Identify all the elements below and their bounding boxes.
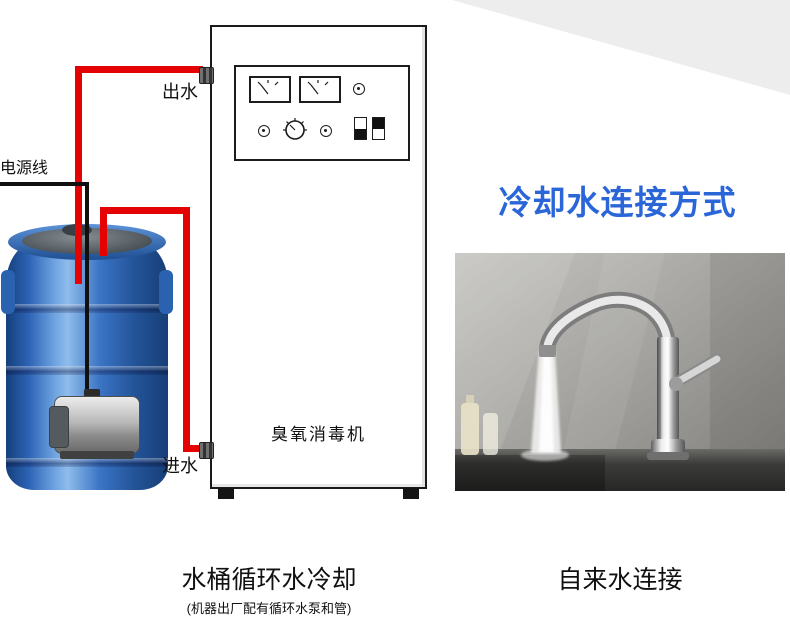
caption-tap-water: 自来水连接 [557,566,683,594]
faucet-illustration [455,253,785,491]
control-knob [282,117,308,143]
indicator-dot [357,87,360,90]
indicator-light-1 [353,83,365,95]
caption-barrel-cooling-sub: (机器出厂配有循环水泵和管) [186,601,352,616]
barrel-rib [6,458,168,467]
caption-barrel-cooling: 水桶循环水冷却 [181,566,357,594]
outlet-tube-vertical [75,66,82,284]
faucet [539,291,723,460]
label-water-in: 进水 [162,456,198,476]
inlet-tube-top [100,207,190,214]
meter-gauge-dial [307,80,329,95]
inlet-tube-into-barrel [100,210,107,256]
barrel-handle-left [1,270,15,314]
switch-rocker [355,128,366,139]
machine-foot-left [218,488,234,499]
power-line-vertical [85,182,89,404]
pump-fitting [84,389,100,399]
bottles [461,395,498,455]
outlet-tube-horizontal [75,66,203,73]
indicator-dot [262,129,265,132]
label-power-cord: 电源线 [0,160,49,177]
ozone-machine-cabinet: 臭氧消毒机 [199,25,427,499]
pump-motor-end [49,406,69,448]
indicator-light-3 [320,125,332,137]
toggle-switch-2 [372,117,385,140]
circulating-pump [49,389,140,459]
outlet-connector [199,67,214,84]
toggle-switch-1 [354,117,367,140]
section-title: 冷却水连接方式 [498,184,737,221]
power-line-horizontal [0,182,89,186]
faucet-photo [455,253,785,491]
meter-gauge-2 [299,76,341,103]
inlet-connector [199,442,214,459]
corner-decoration [452,0,790,95]
meter-gauge-1 [249,76,291,103]
meter-gauge-dial [257,80,279,95]
indicator-light-2 [258,125,270,137]
pump-base [60,451,134,459]
inlet-tube-bottom [183,445,203,452]
control-panel [234,65,410,161]
machine-foot-right [403,488,419,499]
barrel-handle-right [159,270,173,314]
inlet-tube-vertical [183,207,190,452]
label-water-out: 出水 [162,82,198,102]
switch-rocker [373,118,384,129]
machine-label: 臭氧消毒机 [271,425,366,444]
knob-icon [283,118,307,140]
indicator-dot [324,129,327,132]
